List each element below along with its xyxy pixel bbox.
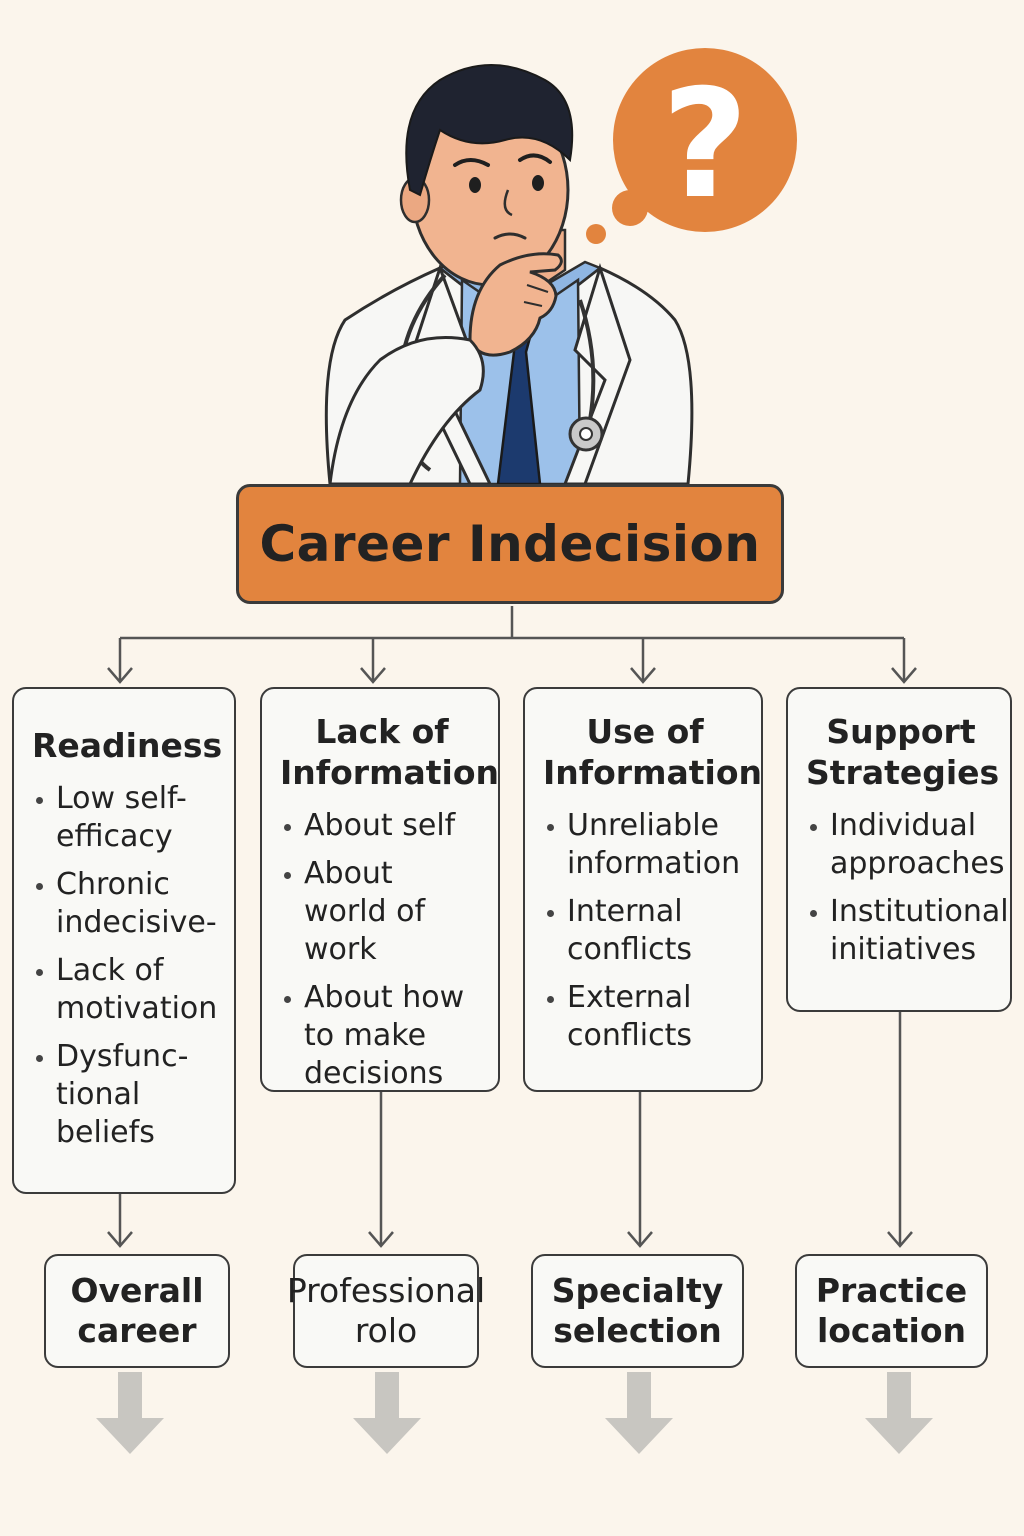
hair-icon — [405, 64, 574, 197]
outcome-label: Overall career — [70, 1271, 204, 1350]
title-box: Career Indecision — [236, 484, 784, 604]
column-heading: Support Strategies — [806, 712, 1000, 792]
column-use-of-information: Use of Information Unreliable informatio… — [523, 687, 763, 1092]
column-list: About self About world of work About how… — [280, 807, 484, 1093]
column-list: Unreliable information Internal conflict… — [543, 807, 747, 1055]
page-title: Career Indecision — [259, 515, 761, 573]
column-support-strategies: Support Strategies Individual approaches… — [786, 687, 1012, 1012]
list-item: Individual approaches — [806, 807, 1004, 883]
outcome-box: Professional rolo — [287, 1254, 485, 1368]
list-item: Dysfunc-tional beliefs — [32, 1038, 220, 1152]
column-list: Individual approaches Institutional init… — [806, 807, 1009, 969]
list-item: Chronic indecisive- — [32, 866, 220, 942]
column-list: Low self-efficacy Chronic indecisive- La… — [32, 780, 220, 1152]
outcome-label: Practice location — [815, 1271, 968, 1350]
down-arrow-icon — [865, 1372, 933, 1454]
down-arrow-icon — [605, 1372, 673, 1454]
column-heading: Readiness — [32, 726, 223, 765]
list-item: About self — [280, 807, 484, 845]
outcome-label: Professional rolo — [286, 1271, 486, 1350]
outcome-box: Specialty selection — [531, 1254, 744, 1368]
outcome-box: Practice location — [795, 1254, 988, 1368]
column-heading: Lack of Information — [280, 712, 499, 792]
column-heading: Use of Information — [543, 712, 762, 792]
list-item: Internal conflicts — [543, 893, 747, 969]
list-item: Lack of motivation — [32, 952, 220, 1028]
list-item: Unreliable information — [543, 807, 747, 883]
outcome-label: Specialty selection — [551, 1271, 724, 1350]
question-bubble-icon: ? — [586, 48, 797, 244]
list-item: External conflicts — [543, 979, 747, 1055]
column-readiness: Readiness Low self-efficacy Chronic inde… — [12, 687, 236, 1194]
down-arrow-icon — [96, 1372, 164, 1454]
question-mark: ? — [661, 58, 748, 232]
list-item: About world of work — [280, 855, 484, 969]
column-lack-of-information: Lack of Information About self About wor… — [260, 687, 500, 1092]
list-item: About how to make decisions — [280, 979, 484, 1093]
list-item: Low self-efficacy — [32, 780, 220, 856]
doctor-illustration: ? — [324, 48, 797, 486]
outcome-box: Overall career — [44, 1254, 230, 1368]
list-item: Institutional initiatives — [806, 893, 1009, 969]
down-arrow-icon — [353, 1372, 421, 1454]
hand-icon — [468, 252, 563, 357]
